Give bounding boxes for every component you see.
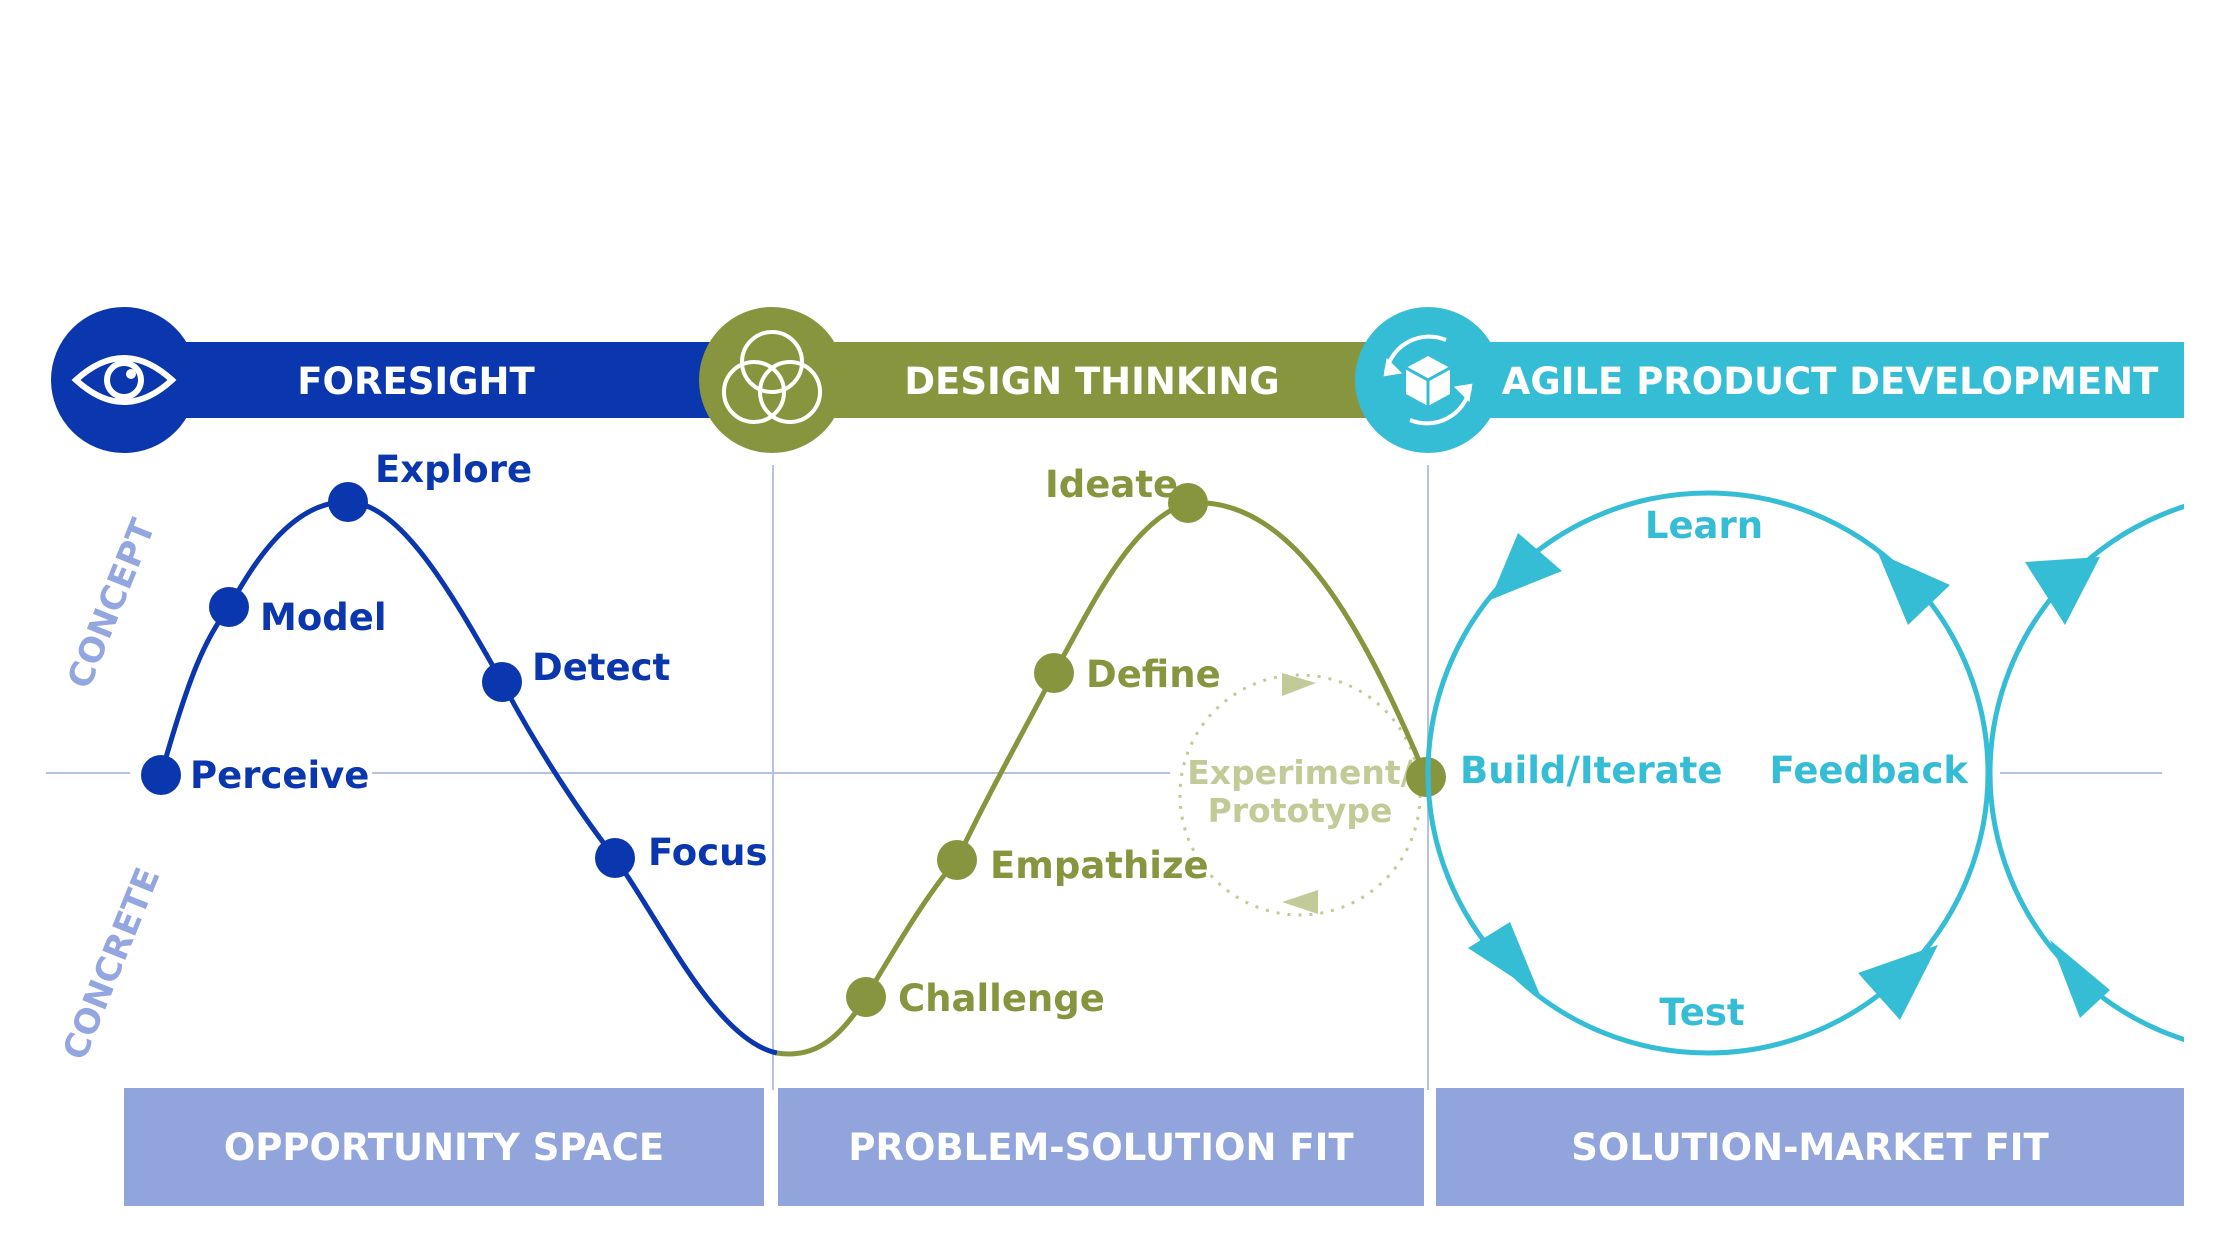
model-dot (209, 587, 249, 627)
empathize-label: Empathize (990, 844, 1209, 887)
cube-cycle-icon (1383, 334, 1473, 426)
agile-arrow-bottom-right (1858, 945, 1938, 1020)
concrete-axis-label: CONCRETE (55, 862, 168, 1065)
header-band: FORESIGHT DESIGN THINKING AGILE PRODUCT … (51, 307, 2184, 453)
solution-market-label: SOLUTION-MARKET FIT (1571, 1126, 2049, 1169)
agile-loop (1425, 490, 2184, 1056)
perceive-dot (141, 755, 181, 795)
experiment-loop: Experiment/ Prototype (1178, 673, 1422, 917)
problem-solution-box (778, 1088, 1424, 1206)
foresight-title: FORESIGHT (297, 360, 535, 403)
model-label: Model (260, 596, 387, 639)
agile-arrow-top-right (1878, 553, 1950, 625)
experiment-arrow-bottom (1282, 890, 1318, 914)
experiment-label-line2: Prototype (1208, 791, 1393, 830)
design-thinking-curve: Challenge Empathize Define Ideate (776, 463, 1446, 1057)
agile-bar (1420, 342, 2184, 418)
agile-next-circle (1987, 503, 2184, 1043)
eye-icon (71, 355, 177, 405)
foresight-bar (124, 342, 784, 418)
venn-circles-icon (722, 330, 822, 424)
learn-label: Learn (1645, 504, 1763, 547)
define-dot (1034, 653, 1074, 693)
feedback-label: Feedback (1770, 749, 1970, 792)
solution-market-box (1436, 1088, 2184, 1206)
experiment-arrow-top (1282, 673, 1316, 696)
agile-title: AGILE PRODUCT DEVELOPMENT (1502, 360, 2159, 403)
foresight-curve: Perceive Model Explore Detect Focus (141, 448, 778, 1056)
ideate-label: Ideate (1045, 463, 1178, 506)
foresight-icon-circle (51, 307, 197, 453)
agile-next-arrow-bottom (2050, 940, 2110, 1018)
focus-dot (595, 838, 635, 878)
detect-dot (482, 662, 522, 702)
opportunity-space-label: OPPORTUNITY SPACE (224, 1126, 664, 1169)
build-iterate-label: Build/Iterate (1460, 749, 1722, 792)
opportunity-space-box (124, 1088, 764, 1206)
test-label: Test (1659, 991, 1744, 1034)
agile-arrow-top-left (1490, 533, 1562, 600)
explore-dot (328, 482, 368, 522)
agile-arrow-bottom-left (1468, 922, 1540, 995)
problem-solution-label: PROBLEM-SOLUTION FIT (848, 1126, 1354, 1169)
design-thinking-title: DESIGN THINKING (904, 360, 1279, 403)
agile-next-arrow-top (2025, 557, 2100, 625)
explore-label: Explore (375, 448, 532, 491)
detect-label: Detect (532, 646, 670, 689)
design-thinking-bar (770, 342, 1420, 418)
challenge-dot (846, 977, 886, 1017)
footer: OPPORTUNITY SPACE PROBLEM-SOLUTION FIT S… (124, 1088, 2184, 1206)
concept-axis-label: CONCEPT (60, 513, 164, 694)
focus-label: Focus (648, 831, 768, 874)
experiment-label-line1: Experiment/ (1187, 753, 1413, 792)
ideate-dot (1168, 483, 1208, 523)
design-thinking-icon-circle (699, 307, 845, 453)
define-label: Define (1086, 653, 1221, 696)
challenge-label: Challenge (898, 977, 1105, 1020)
empathize-dot (937, 840, 977, 880)
perceive-label: Perceive (190, 754, 369, 797)
